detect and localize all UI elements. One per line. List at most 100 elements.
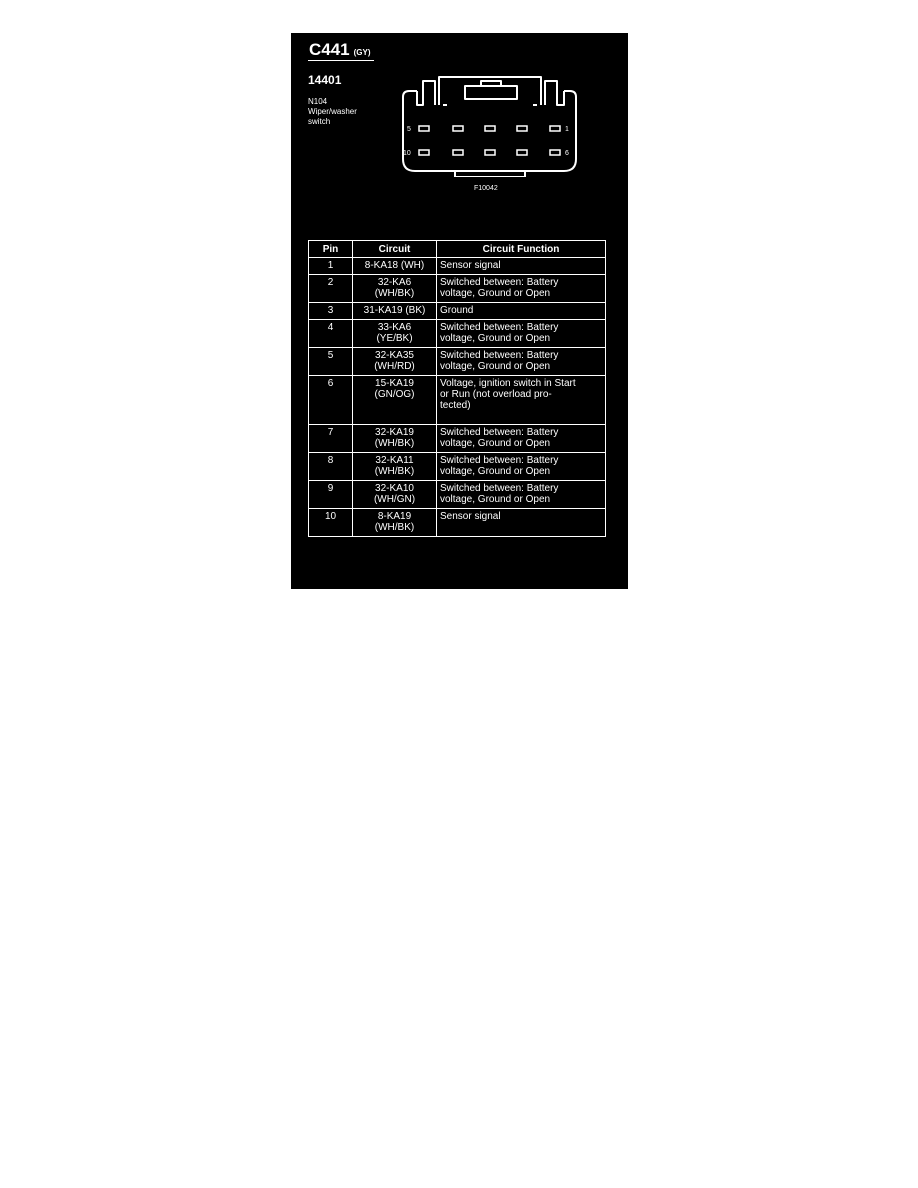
pin-cavity	[418, 149, 430, 156]
pin-label-bottom-right: 6	[565, 150, 569, 157]
function-line: Sensor signal	[440, 511, 501, 522]
header-pin: Pin	[308, 240, 353, 258]
table-header-row: Pin Circuit Circuit Function	[308, 240, 606, 258]
circuit-cell: 33-KA6(YE/BK)	[352, 319, 437, 348]
pin-label-top-right: 1	[565, 126, 569, 133]
circuit-cell: 31-KA19 (BK)	[352, 302, 437, 320]
circuit-line: 8-KA18 (WH)	[364, 260, 425, 271]
function-line: Switched between: Battery	[440, 322, 559, 333]
circuit-cell: 8-KA18 (WH)	[352, 257, 437, 275]
circuit-line: (WH/BK)	[374, 438, 415, 449]
function-line: voltage, Ground or Open	[440, 333, 551, 344]
connector-housing-left	[402, 90, 417, 98]
connector-panel: C441(GY) 14401 N104 Wiper/washer switch	[291, 33, 628, 589]
pin-cavity	[418, 125, 430, 132]
header-circuit: Circuit	[352, 240, 437, 258]
function-line: Voltage, ignition switch in Start	[440, 378, 576, 389]
pin-number: 9	[308, 480, 353, 509]
circuit-function-cell: Sensor signal	[436, 508, 606, 537]
left-latch	[416, 80, 436, 106]
function-line: voltage, Ground or Open	[440, 466, 551, 477]
circuit-function-cell: Ground	[436, 302, 606, 320]
component-line: switch	[308, 117, 331, 126]
circuit-line: 32-KA10	[375, 483, 414, 494]
function-line: voltage, Ground or Open	[440, 288, 551, 299]
circuit-cell: 32-KA6(WH/BK)	[352, 274, 437, 303]
pin-number: 5	[308, 347, 353, 376]
part-number: 14401	[308, 73, 342, 87]
pin-cavity	[549, 125, 561, 132]
pin-cavity	[452, 125, 464, 132]
title-underline	[308, 60, 374, 61]
pin-label-bottom-left: 10	[403, 150, 411, 157]
circuit-cell: 32-KA11(WH/BK)	[352, 452, 437, 481]
circuit-line: (WH/RD)	[374, 361, 415, 372]
key-inner	[464, 85, 518, 100]
function-line: Switched between: Battery	[440, 483, 559, 494]
pin-cavity	[452, 149, 464, 156]
circuit-line: (WH/GN)	[373, 494, 416, 505]
function-line: Sensor signal	[440, 260, 501, 271]
circuit-line: 32-KA11	[375, 455, 414, 466]
circuit-cell: 8-KA19(WH/BK)	[352, 508, 437, 537]
pin-number: 6	[308, 375, 353, 425]
circuit-line: (GN/OG)	[374, 389, 415, 400]
function-line: Switched between: Battery	[440, 350, 559, 361]
circuit-cell: 32-KA10(WH/GN)	[352, 480, 437, 509]
connector-housing	[402, 90, 577, 172]
pin-cavity	[484, 149, 496, 156]
function-line: voltage, Ground or Open	[440, 361, 551, 372]
circuit-line: 32-KA35	[375, 350, 414, 361]
pin-number: 3	[308, 302, 353, 320]
key-tab	[480, 80, 502, 86]
pin-number: 4	[308, 319, 353, 348]
pin-cavity	[484, 125, 496, 132]
function-line: Switched between: Battery	[440, 277, 559, 288]
connector-title: C441(GY)	[309, 40, 371, 60]
circuit-line: 8-KA19	[377, 511, 412, 522]
circuit-line: (WH/BK)	[374, 288, 415, 299]
component-line: N104	[308, 97, 328, 106]
circuit-line: 33-KA6	[377, 322, 412, 333]
pin-number: 10	[308, 508, 353, 537]
top-key	[438, 76, 542, 105]
header-circuit-function: Circuit Function	[436, 240, 606, 258]
table-row: 6 15-KA19(GN/OG) Voltage, ignition switch …	[308, 375, 606, 425]
bottom-tab	[454, 171, 526, 177]
pin-cavity	[516, 125, 528, 132]
circuit-line: 32-KA19	[375, 427, 414, 438]
pin-cavity	[516, 149, 528, 156]
function-line: voltage, Ground or Open	[440, 438, 551, 449]
connector-id: C441	[309, 40, 350, 59]
component-description: N104 Wiper/washer switch	[308, 97, 357, 127]
pin-number: 1	[308, 257, 353, 275]
table-row: 1 8-KA18 (WH) Sensor signal	[308, 257, 606, 275]
circuit-line: (YE/BK)	[376, 333, 413, 344]
pin-number: 8	[308, 452, 353, 481]
circuit-line: 15-KA19	[375, 378, 414, 389]
circuit-cell: 32-KA35(WH/RD)	[352, 347, 437, 376]
connector-face-diagram: 5 1 10 6	[402, 76, 577, 177]
circuit-function-cell: Sensor signal	[436, 257, 606, 275]
function-line: Switched between: Battery	[440, 427, 559, 438]
function-line: Switched between: Battery	[440, 455, 559, 466]
component-line: Wiper/washer	[308, 107, 357, 116]
circuit-line: 32-KA6	[377, 277, 412, 288]
function-line: tected)	[440, 400, 471, 411]
